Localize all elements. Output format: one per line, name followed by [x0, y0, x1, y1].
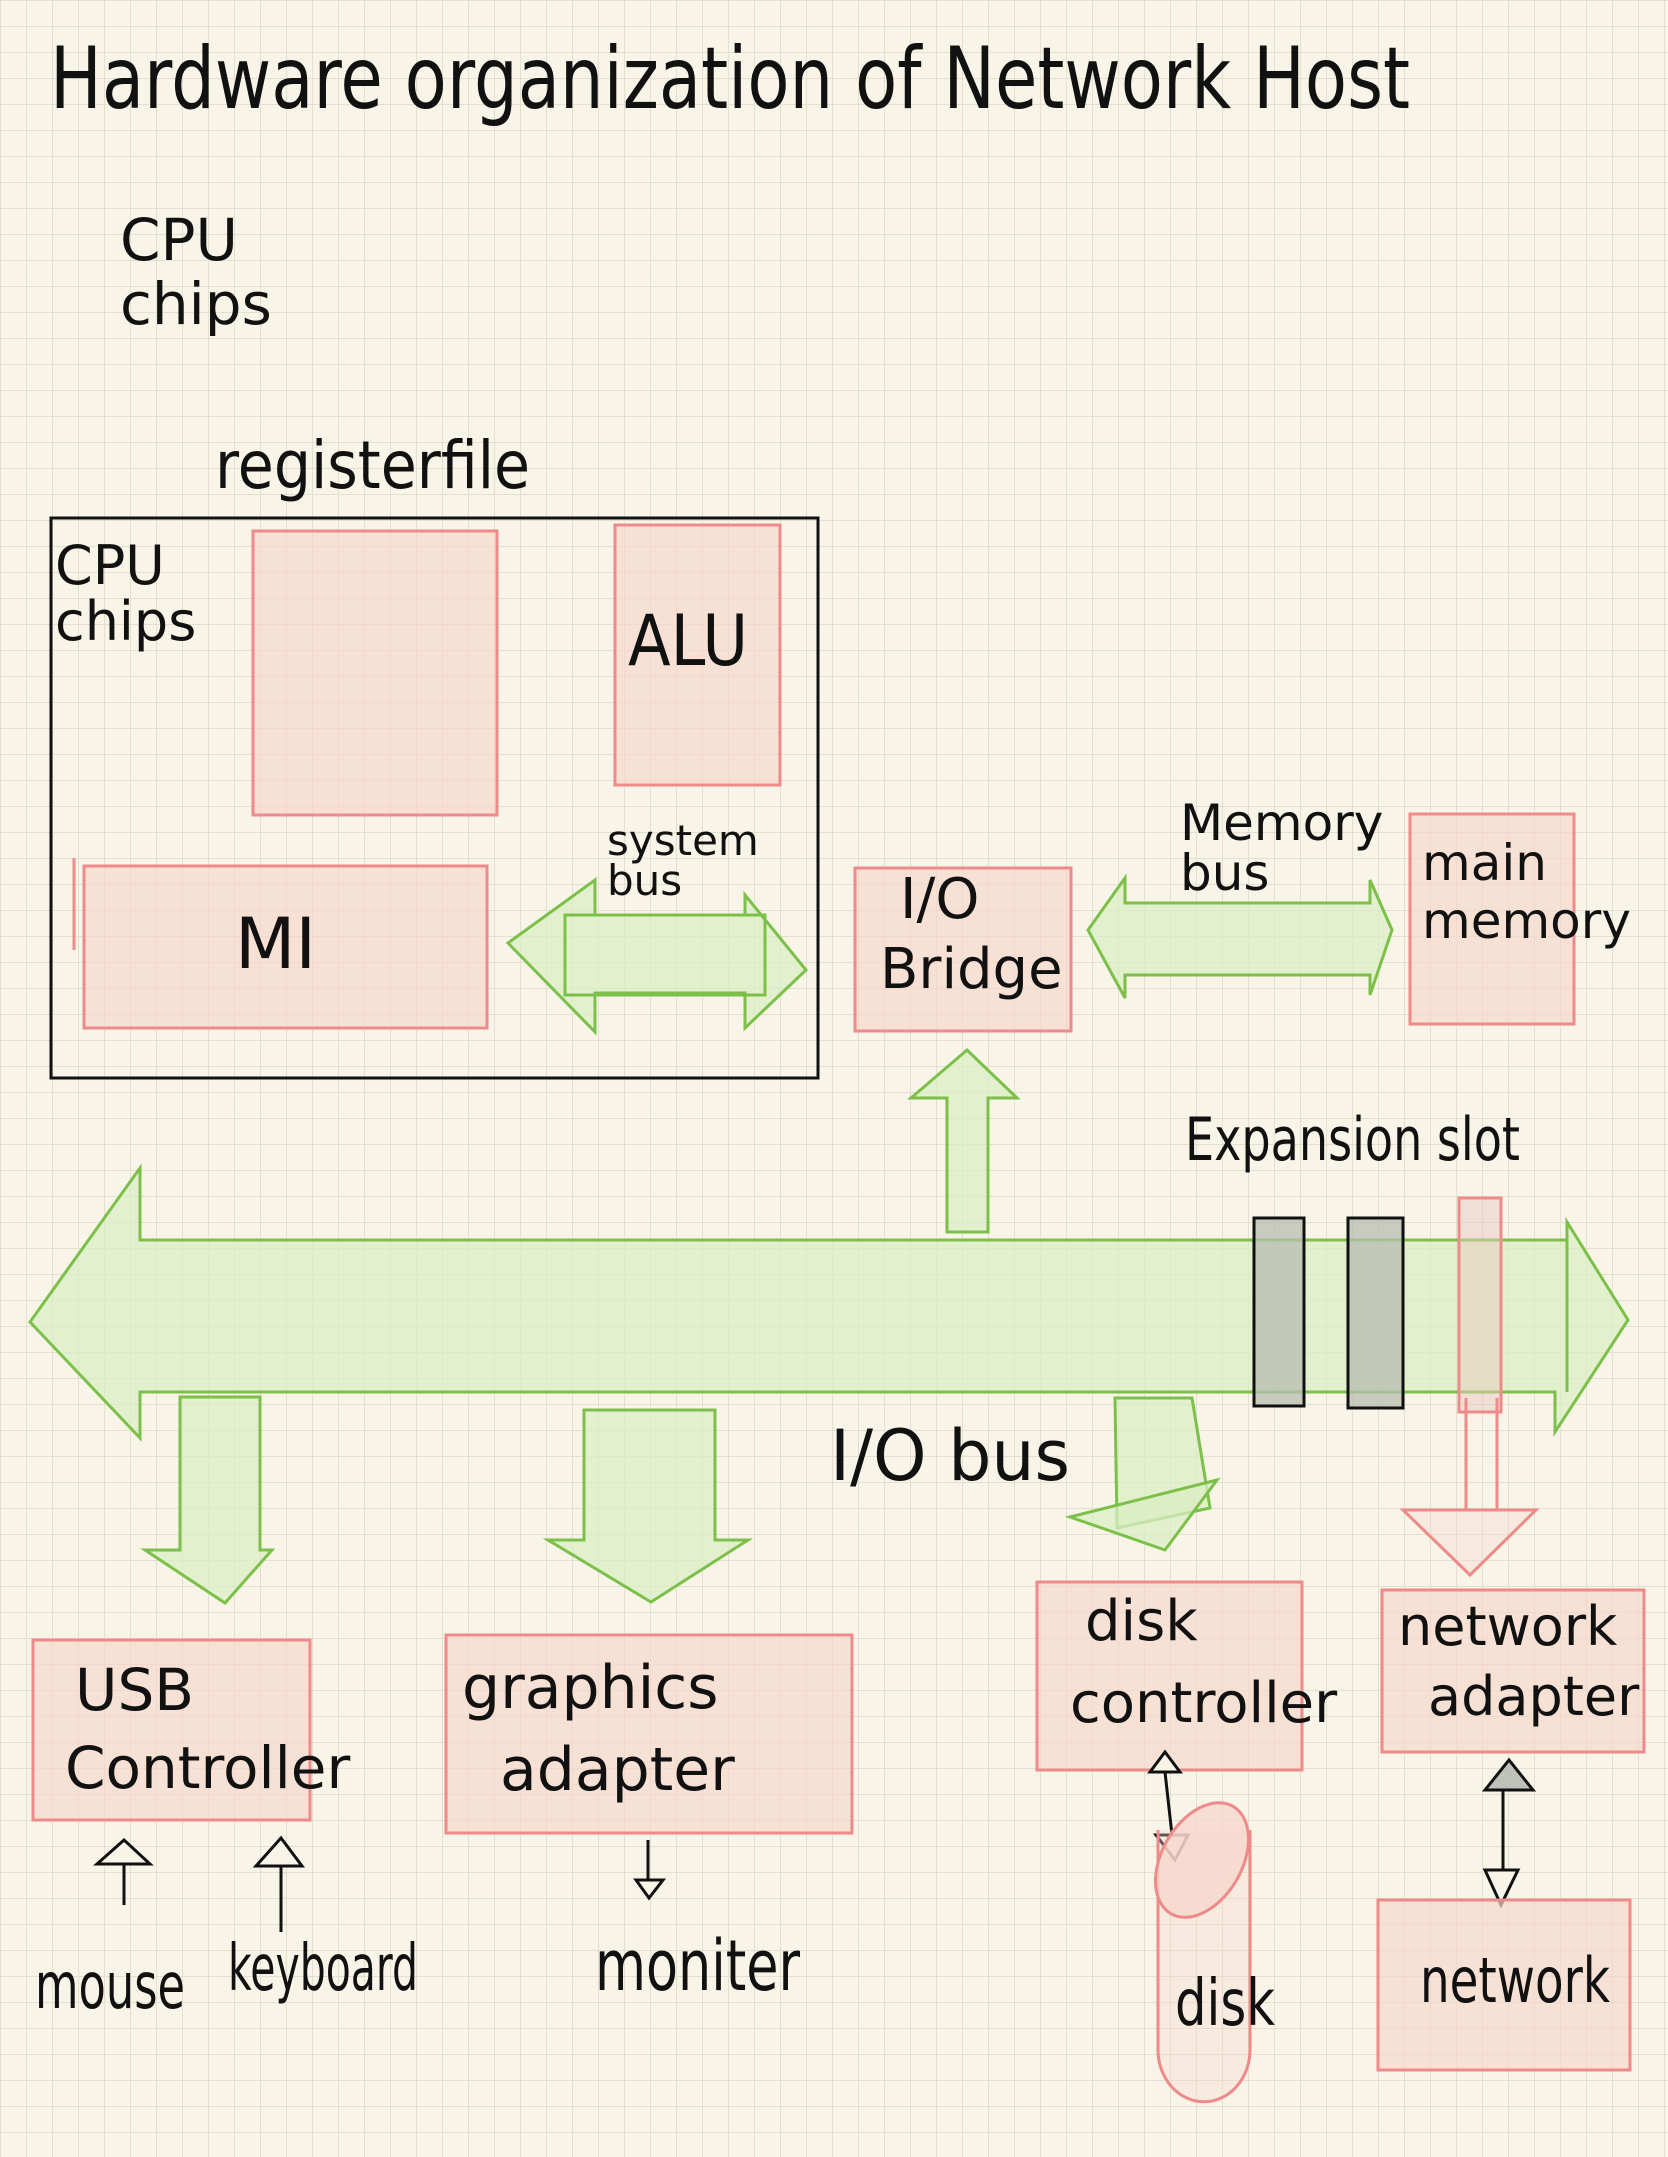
usb-controller-label: USB Controller: [65, 1656, 350, 1802]
disk-cylinder-top: [1154, 1801, 1250, 1919]
memory-bus-arrow: [1086, 873, 1394, 999]
network-adapter-label: network adapter: [1398, 1595, 1640, 1728]
label-line: I/O: [900, 867, 979, 932]
label-line: CPU: [120, 206, 238, 274]
label-line: Memory: [1180, 794, 1383, 852]
disk-arrow-head: [1064, 1477, 1221, 1552]
monitor-label: moniter: [595, 1925, 800, 2007]
label-line: graphics: [462, 1653, 719, 1723]
label-line: network: [1398, 1595, 1618, 1658]
io-bridge-block: [853, 866, 1073, 1033]
mi-block: [82, 864, 489, 1030]
monitor-arrow-head: [633, 1878, 667, 1901]
disk-controller-label: disk controller: [1070, 1589, 1338, 1736]
bus-to-graphics-arrow: [542, 1408, 754, 1604]
label-line: chips: [120, 270, 272, 338]
expansion-slot-label: Expansion slot: [1185, 1105, 1520, 1175]
label-line: Bridge: [880, 937, 1063, 1002]
page-title: Hardware organization of Network Host: [50, 29, 1410, 129]
register-file-label: registerfile: [215, 427, 530, 504]
label-line: adapter: [1428, 1665, 1640, 1728]
mi-label: MI: [235, 903, 316, 985]
io-bus-arrow: [28, 1163, 1630, 1442]
disk-arrow-line: [1163, 1771, 1174, 1836]
network-adapter-block: [1380, 1588, 1646, 1754]
graphics-adapter-block: [444, 1633, 854, 1835]
label-line: bus: [1180, 844, 1269, 902]
register-file-block: [251, 529, 499, 817]
label-line: main: [1422, 834, 1547, 892]
disk-controller-block: [1035, 1580, 1304, 1772]
label-line: system: [607, 816, 759, 865]
label-line: Controller: [65, 1734, 350, 1802]
alu-block: [613, 523, 782, 787]
cpu-chip-box: [49, 516, 820, 1080]
mouse-label: mouse: [35, 1950, 185, 2024]
label-line: adapter: [500, 1735, 735, 1805]
graphics-adapter-label: graphics adapter: [462, 1653, 735, 1805]
system-bus-inner: [563, 913, 767, 997]
network-arrow-down-head: [1482, 1868, 1521, 1909]
label-line: CPU: [55, 534, 165, 597]
keyboard-label: keyboard: [228, 1932, 418, 2006]
label-line: controller: [1070, 1671, 1338, 1736]
label-line: memory: [1422, 892, 1631, 950]
disk-label: disk: [1175, 1967, 1275, 2041]
alu-label: ALU: [628, 600, 748, 682]
keyboard-arrow-head: [252, 1835, 305, 1868]
bus-to-usb-arrow: [140, 1395, 276, 1605]
expansion-slot-3-outline: [1457, 1196, 1503, 1414]
label-line: chips: [55, 590, 196, 653]
main-memory-block: [1408, 812, 1576, 1026]
mouse-arrow-head: [93, 1837, 154, 1866]
slot-to-network-arrowhead: [1399, 1508, 1540, 1578]
usb-controller-block: [31, 1638, 312, 1822]
network-arrow-up-head: [1481, 1757, 1537, 1792]
label-line: bus: [607, 856, 682, 905]
label-line: USB: [75, 1656, 194, 1724]
bus-to-bridge-arrow: [906, 1047, 1021, 1234]
expansion-slot-1: [1252, 1216, 1306, 1408]
io-bus-label: I/O bus: [830, 1415, 1070, 1497]
network-block: [1376, 1898, 1632, 2072]
network-label: network: [1420, 1944, 1610, 2017]
expansion-slot-2: [1346, 1216, 1405, 1410]
expansion-slot-3: [1457, 1196, 1503, 1414]
label-line: disk: [1085, 1589, 1198, 1654]
